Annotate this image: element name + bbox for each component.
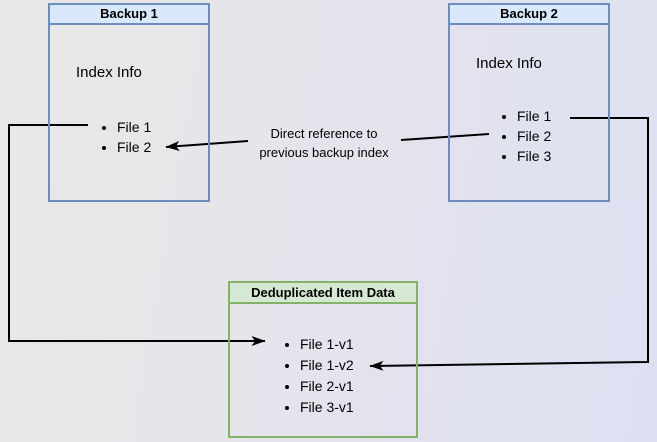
deduplicated-item-data-box: Deduplicated Item Data File 1-v1 File 1-… <box>228 281 418 438</box>
dedup-file-item: File 1-v1 <box>300 334 354 355</box>
backup1-file-list: File 1 File 2 <box>100 117 151 157</box>
backup1-box: Backup 1 Index Info File 1 File 2 <box>48 3 210 202</box>
backup2-file-item: File 1 <box>517 106 551 126</box>
backup2-file-item: File 2 <box>517 126 551 146</box>
backup2-box: Backup 2 Index Info File 1 File 2 File 3 <box>448 3 610 202</box>
dedup-file-list: File 1-v1 File 1-v2 File 2-v1 File 3-v1 <box>283 334 354 418</box>
dedup-file-item: File 2-v1 <box>300 376 354 397</box>
direct-reference-label-line1: Direct reference to <box>270 126 378 141</box>
backup1-header: Backup 1 <box>50 5 208 25</box>
backup2-header: Backup 2 <box>450 5 608 25</box>
direct-reference-label: Direct reference to previous backup inde… <box>239 124 409 162</box>
dedup-file-item: File 1-v2 <box>300 355 354 376</box>
backup1-file-item: File 1 <box>117 117 151 137</box>
backup1-index-info-label: Index Info <box>76 64 142 81</box>
backup2-file-list: File 1 File 2 File 3 <box>500 106 551 166</box>
backup1-file-item: File 2 <box>117 137 151 157</box>
dedup-file-item: File 3-v1 <box>300 397 354 418</box>
backup2-file-item: File 3 <box>517 146 551 166</box>
backup2-index-info-label: Index Info <box>476 55 542 72</box>
dedup-header: Deduplicated Item Data <box>230 283 416 304</box>
direct-reference-label-line2: previous backup index <box>259 145 389 160</box>
